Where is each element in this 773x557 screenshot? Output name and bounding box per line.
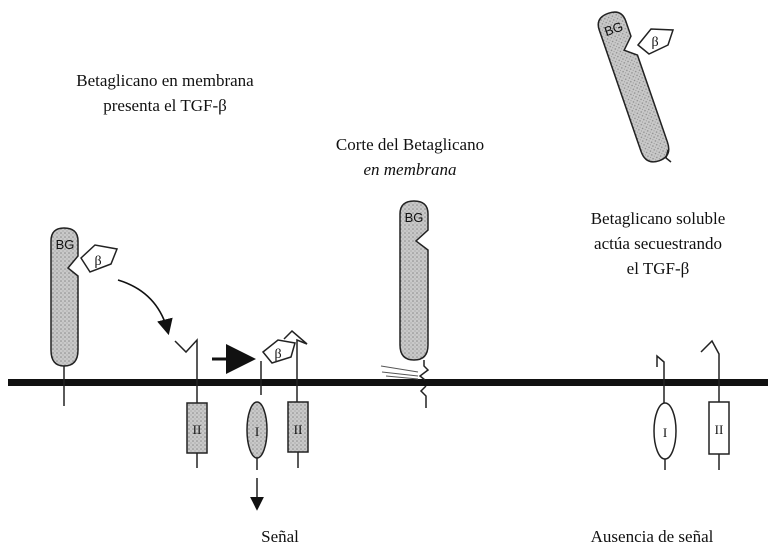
caption-corte-line2: en membrana (363, 160, 457, 179)
receptor-type-1-inactive: I (653, 354, 677, 470)
soluble-betaglycan-label: BG (602, 19, 625, 39)
cleaved-betaglycan-body (399, 200, 429, 361)
cell-membrane (8, 379, 768, 386)
receptor-type-1-active: I (246, 361, 268, 470)
tgf-beta-ligand-bound: β (80, 244, 119, 273)
cleaved-betaglycan: BG (380, 200, 430, 408)
sequestered-tgf-beta-label: β (651, 35, 658, 50)
membrane-betaglycan: BG (50, 227, 79, 406)
soluble-betaglycan-body (597, 11, 670, 163)
complex-tgf-beta-diamond (261, 339, 296, 364)
soluble-betaglycan-tail (665, 149, 672, 163)
caption-soluble: Betaglicano soluble actúa secuestrando e… (548, 206, 768, 281)
tgf-beta-label: β (94, 254, 101, 269)
caption-corte-line1: Corte del Betaglicano (335, 135, 485, 154)
tgf-beta-diamond (80, 244, 119, 273)
caption-presenta-line1: Betaglicano en membrana (76, 71, 254, 90)
cleaved-stub (419, 385, 427, 408)
caption-soluble-line3: el TGF-β (626, 259, 690, 278)
sequestered-tgf-beta-diamond (636, 28, 675, 55)
caption-soluble-line1: Betaglicano soluble (590, 209, 726, 228)
caption-ausencia-text: Ausencia de señal (590, 527, 714, 546)
receptor-type-1-label: I (255, 424, 259, 439)
receptor-type-2-unbound: II (174, 338, 208, 468)
receptor-ectodomain (174, 338, 198, 406)
inactive-type-1-label: I (663, 425, 667, 440)
cleaved-stalk (418, 360, 430, 381)
caption-senal-text: Señal (261, 527, 299, 546)
caption-corte: Corte del Betaglicano en membrana (300, 132, 520, 182)
caption-senal: Señal (225, 524, 335, 549)
inactive-type-1-ectodomain (656, 354, 665, 403)
betaglycan-body (50, 227, 79, 367)
caption-ausencia: Ausencia de señal (552, 524, 752, 549)
receptor-type-2-active: II (283, 329, 309, 468)
cleavage-lines (380, 365, 419, 380)
betaglycan-label: BG (56, 237, 75, 252)
inactive-type-2-label: II (715, 422, 724, 437)
inactive-type-2-ectodomain (700, 339, 720, 404)
complex-tgf-beta-label: β (274, 347, 281, 362)
transfer-arrow-curved (117, 279, 173, 336)
caption-presenta-line2: presenta el TGF-β (103, 96, 227, 115)
receptor-type-2-ectodomain (283, 329, 308, 406)
tgf-beta-ligand-receptor-complex: β (261, 339, 296, 364)
soluble-betaglycan: BG (597, 11, 670, 163)
receptor-type-2-label: II (193, 422, 202, 437)
sequestered-tgf-beta: β (636, 28, 675, 55)
caption-soluble-line2: actúa secuestrando (594, 234, 722, 253)
receptor-type-2-active-label: II (294, 422, 303, 437)
caption-presenta: Betaglicano en membrana presenta el TGF-… (20, 68, 310, 118)
receptor-type-2-inactive: II (700, 339, 730, 470)
cleaved-betaglycan-label: BG (405, 210, 424, 225)
